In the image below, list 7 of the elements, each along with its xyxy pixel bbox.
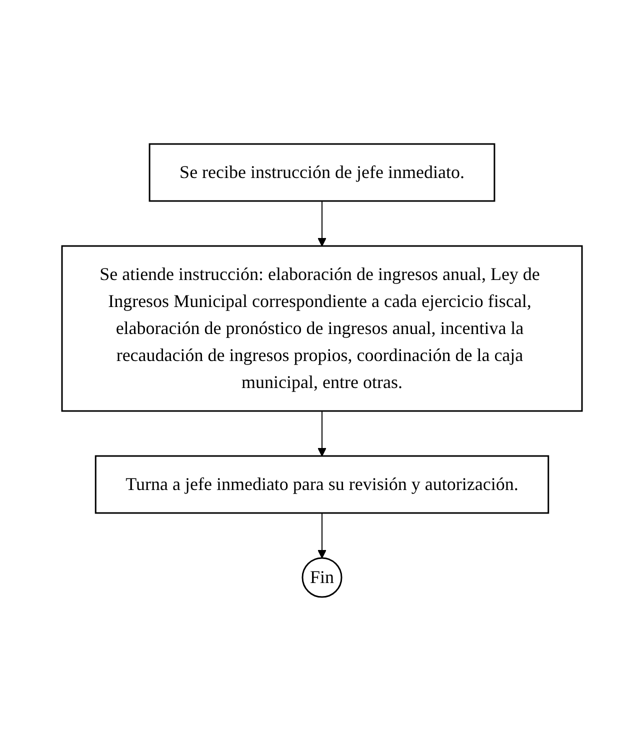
arrow [318, 200, 326, 247]
node-box: Se recibe instrucción de jefe inmediato. [148, 144, 496, 202]
node-circle: Fin [302, 558, 342, 598]
arrow [318, 410, 326, 457]
arrow [318, 512, 326, 559]
node-box: Turna a jefe inmediato para su revisión y autorización. [94, 456, 550, 514]
node-box: Se atiende instrucción: elaboración de ingresos anual, Ley de Ingresos Municipal correspondiente a cada ejercicio fiscal, elaboración de pronóstico de ingresos anual, incentiva la recaudación de ingresos propios, coordinación de la caja municipal, entre otras. [61, 246, 583, 412]
